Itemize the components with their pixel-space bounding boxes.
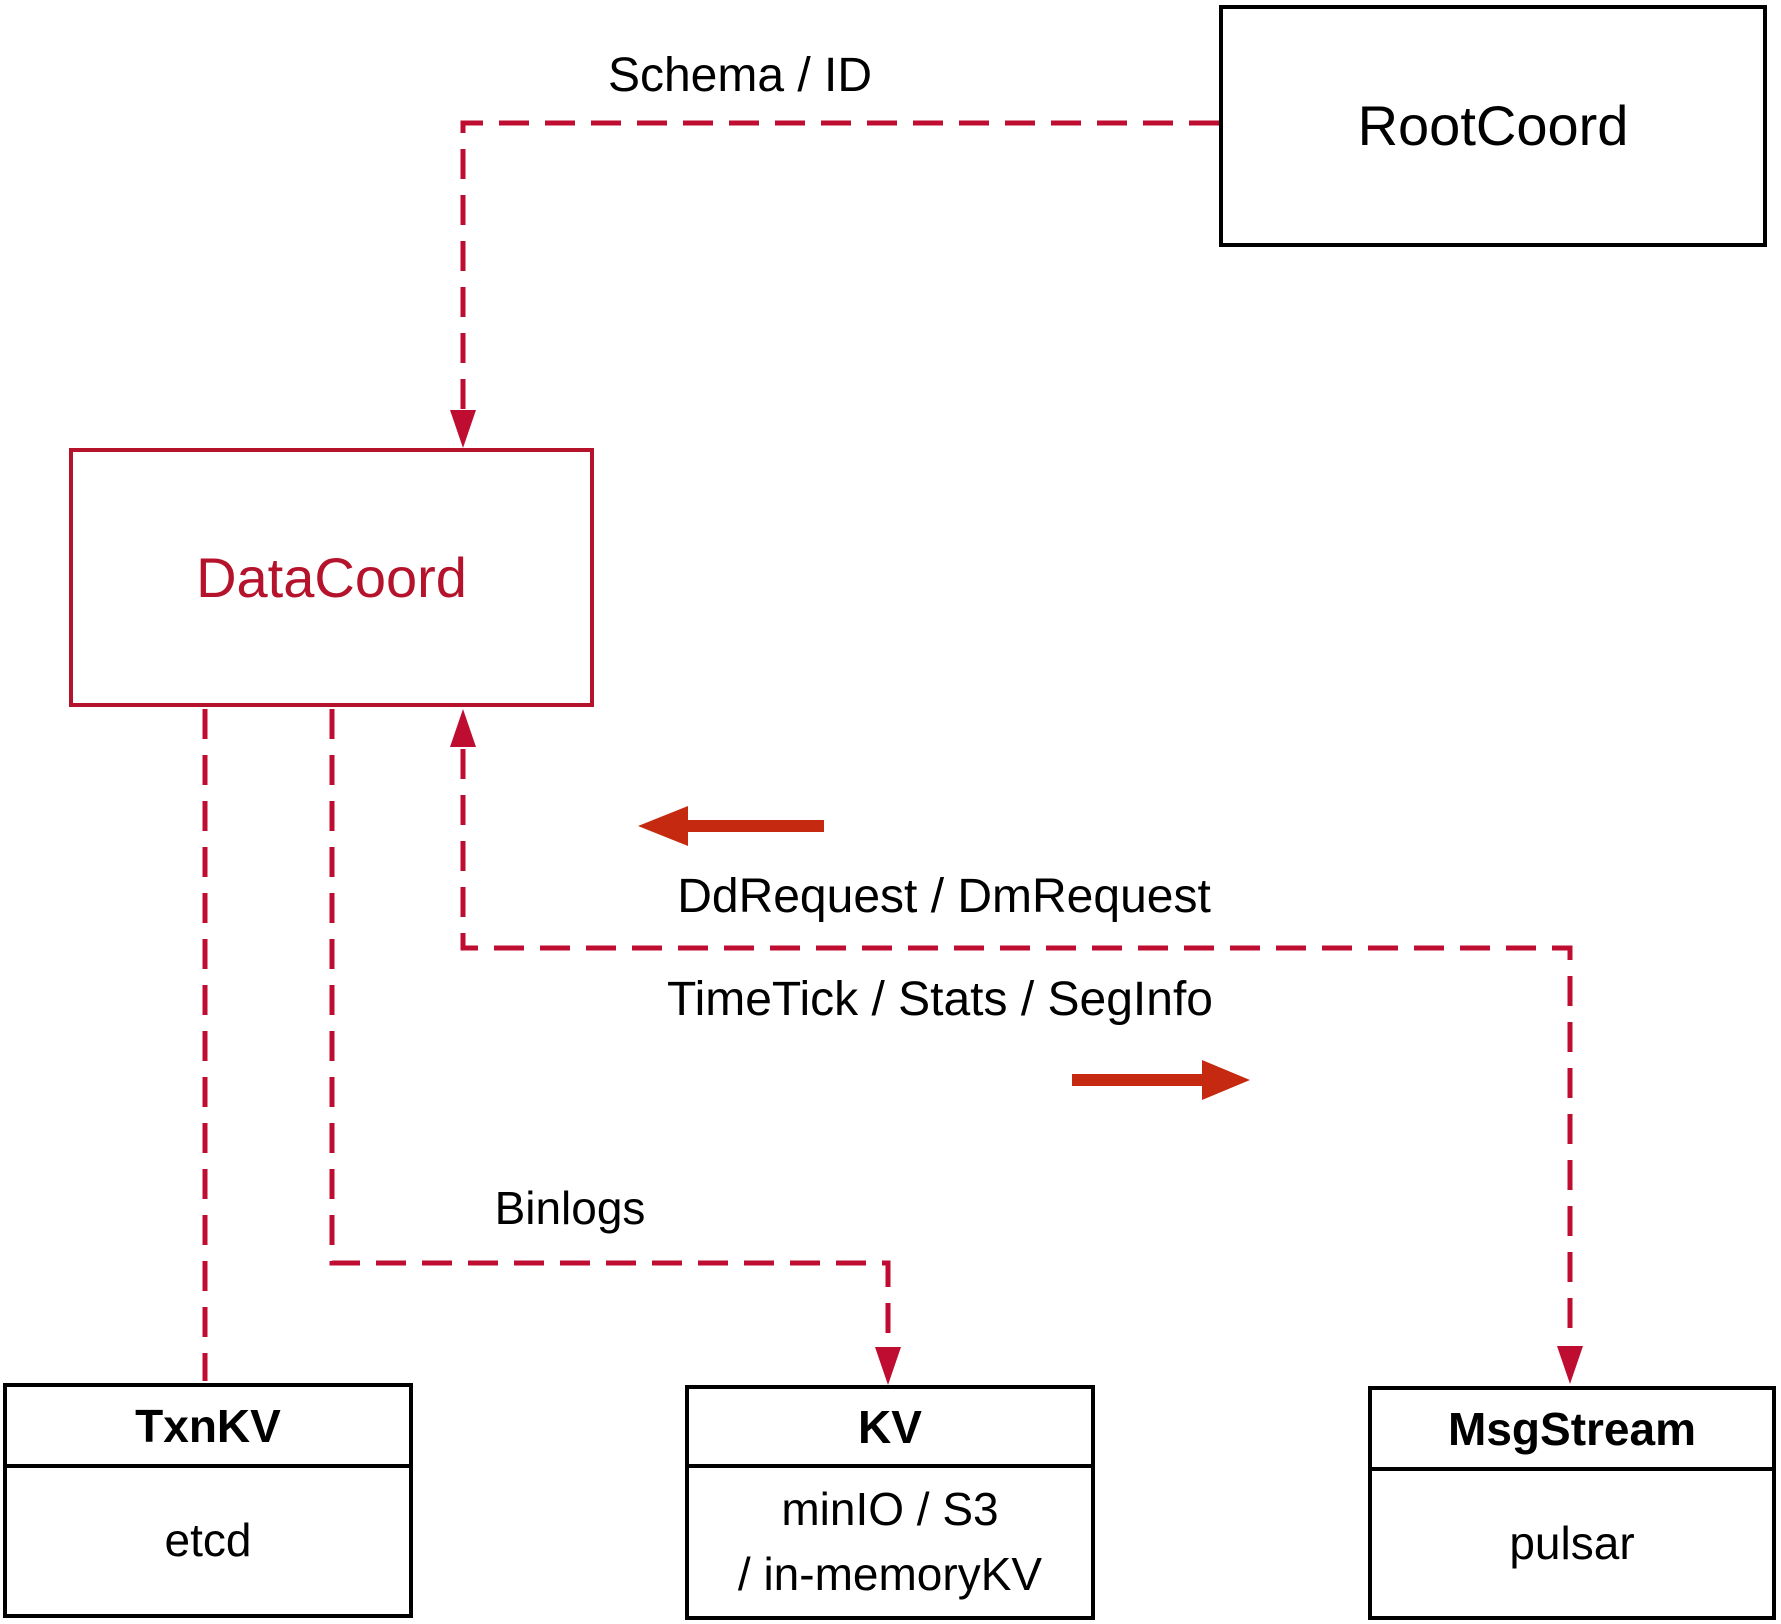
- node-txnkv-body: etcd: [164, 1514, 252, 1567]
- node-kv-body-line1: minIO / S3: [781, 1482, 999, 1535]
- arrowhead-into-kv: [875, 1347, 901, 1385]
- node-datacoord: DataCoord: [69, 448, 594, 707]
- edge-label-binlogs: Binlogs: [494, 1182, 646, 1234]
- right-direction-arrow-icon: [1072, 1060, 1250, 1100]
- node-kv-body: minIO / S3 / in-memoryKV: [689, 1468, 1091, 1616]
- left-direction-arrow-icon: [638, 806, 824, 846]
- node-msgstream: MsgStream pulsar: [1368, 1386, 1776, 1620]
- node-rootcoord: RootCoord: [1219, 5, 1767, 247]
- edge-label-ddrequest-dmrequest: DdRequest / DmRequest: [677, 870, 1211, 923]
- node-txnkv-title: TxnKV: [7, 1387, 409, 1468]
- node-rootcoord-label: RootCoord: [1357, 94, 1629, 157]
- edge-label-timetick-stats-seginfo: TimeTick / Stats / SegInfo: [667, 973, 1213, 1026]
- node-txnkv: TxnKV etcd: [3, 1383, 413, 1618]
- node-kv-title: KV: [689, 1389, 1091, 1468]
- edge-label-schema-id: Schema / ID: [607, 49, 873, 102]
- edge-binlogs: [329, 709, 891, 1345]
- edge-datacoord-msgstream: [460, 749, 1573, 1344]
- node-datacoord-label: DataCoord: [196, 545, 467, 609]
- node-msgstream-title: MsgStream: [1372, 1390, 1772, 1471]
- node-kv: KV minIO / S3 / in-memoryKV: [685, 1385, 1095, 1620]
- arrowhead-into-datacoord-bottom: [450, 709, 476, 747]
- node-msgstream-body: pulsar: [1509, 1516, 1635, 1569]
- edge-schema-id: [460, 120, 1219, 436]
- arrowhead-into-datacoord-top: [450, 410, 476, 448]
- node-kv-body-line2: / in-memoryKV: [737, 1548, 1043, 1600]
- arrowhead-into-msgstream: [1557, 1346, 1583, 1384]
